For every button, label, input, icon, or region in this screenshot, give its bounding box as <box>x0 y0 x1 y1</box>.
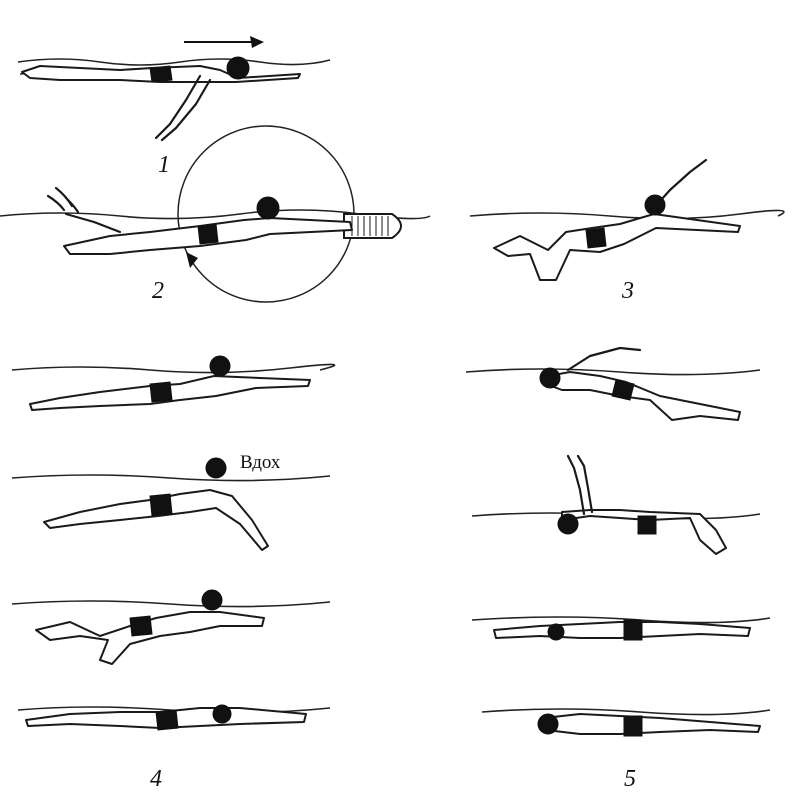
water-line <box>465 368 761 376</box>
figure-4: Вдох 4 <box>11 355 336 792</box>
inhale-annotation: Вдох <box>240 452 281 473</box>
figure-5: 5 <box>465 346 771 792</box>
water-line <box>11 363 336 374</box>
swimmer-5c <box>493 619 751 641</box>
rotation-arrow-icon <box>186 252 198 268</box>
swimmer-4a <box>29 355 311 411</box>
water-line <box>17 58 331 66</box>
swimmer-4b-inhale: Вдох <box>43 452 281 551</box>
water-line <box>469 209 785 220</box>
figure-label: 3 <box>621 278 634 304</box>
swimmer-recovery <box>493 158 741 281</box>
figure-label: 1 <box>158 152 170 178</box>
figure-2: 2 <box>0 125 431 304</box>
direction-arrow-icon <box>184 36 264 48</box>
water-line <box>11 600 331 608</box>
swimmer-4d <box>25 704 307 731</box>
figure-3: 3 <box>469 158 785 304</box>
swimmer-glide <box>21 56 301 142</box>
swimmer-5b <box>557 454 727 555</box>
figure-label: 5 <box>624 766 636 792</box>
swimmer-5d <box>537 713 761 737</box>
figure-label: 2 <box>152 278 164 304</box>
swimmer-4c <box>35 589 265 665</box>
figure-1: 1 <box>17 36 331 178</box>
swimmer-5a <box>539 346 741 421</box>
water-line <box>481 708 771 716</box>
splash-icon <box>46 186 80 214</box>
figure-label: 4 <box>150 766 162 792</box>
kickboard-icon <box>343 213 402 239</box>
swimmer-kickboard <box>63 196 353 255</box>
water-line <box>11 474 331 482</box>
